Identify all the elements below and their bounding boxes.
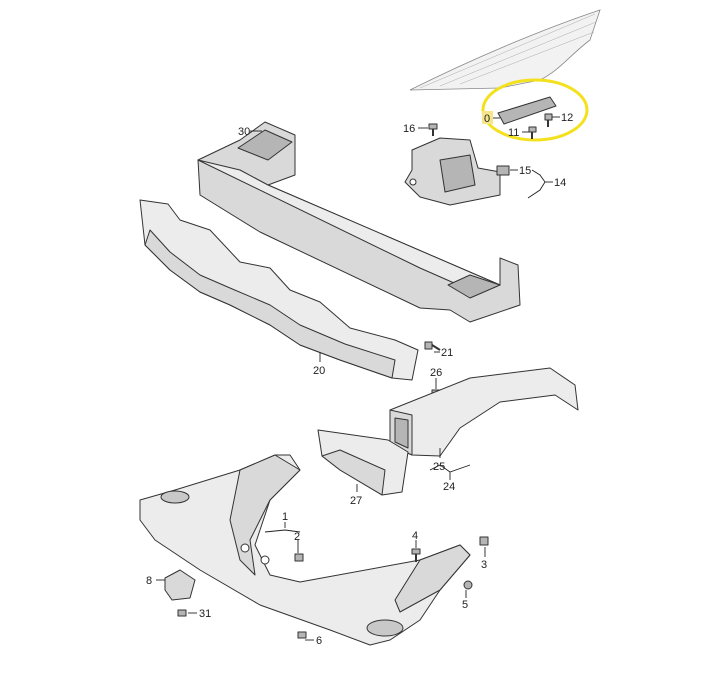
bolt-part-4[interactable] — [411, 548, 421, 562]
label-14[interactable]: 14 — [554, 177, 566, 189]
lock-carrier-part-14[interactable] — [404, 137, 510, 206]
label-20[interactable]: 20 — [313, 365, 325, 377]
label-2[interactable]: 2 — [294, 531, 300, 543]
callout-highlight-bg — [482, 111, 493, 124]
underbody-tray-part[interactable] — [139, 454, 471, 646]
label-31[interactable]: 31 — [199, 608, 211, 620]
bolt-part-21[interactable] — [424, 341, 441, 351]
label-0[interactable]: 0 — [484, 113, 490, 125]
bolt-part-16[interactable] — [428, 123, 438, 136]
bolt-part-6[interactable] — [297, 631, 307, 639]
leader-lines — [156, 116, 560, 641]
label-16[interactable]: 16 — [403, 123, 415, 135]
bolt-part-11[interactable] — [528, 126, 537, 139]
bolt-part-12[interactable] — [544, 113, 553, 127]
air-guide-part-27[interactable] — [317, 429, 409, 496]
hood-edge — [409, 9, 601, 91]
label-27[interactable]: 27 — [350, 495, 362, 507]
label-21[interactable]: 21 — [441, 347, 453, 359]
label-24[interactable]: 24 — [443, 481, 455, 493]
label-3[interactable]: 3 — [481, 559, 487, 571]
callout-labels: 0 11 12 16 15 14 30 21 20 26 25 24 27 1 … — [146, 111, 573, 647]
nut-part-5[interactable] — [463, 580, 473, 590]
label-15[interactable]: 15 — [519, 165, 531, 177]
bracket-part-0[interactable] — [481, 78, 589, 142]
label-5[interactable]: 5 — [462, 599, 468, 611]
label-11[interactable]: 11 — [508, 127, 519, 139]
label-25[interactable]: 25 — [433, 461, 445, 473]
bumper-beam-part-30[interactable] — [197, 121, 521, 323]
label-6[interactable]: 6 — [316, 635, 322, 647]
label-1[interactable]: 1 — [282, 511, 288, 523]
energy-absorber-part-20[interactable] — [139, 199, 419, 381]
label-4[interactable]: 4 — [412, 530, 418, 542]
label-30[interactable]: 30 — [238, 126, 250, 138]
nut-part-2[interactable] — [294, 553, 304, 562]
bracket-part-8[interactable] — [164, 569, 196, 601]
label-8[interactable]: 8 — [146, 575, 152, 587]
highlight-ellipse — [481, 78, 589, 142]
air-duct-part-24[interactable] — [389, 367, 579, 457]
label-26[interactable]: 26 — [430, 367, 442, 379]
label-12[interactable]: 12 — [561, 112, 573, 124]
bolt-part-31[interactable] — [177, 609, 187, 617]
clip-part-3[interactable] — [479, 536, 489, 546]
